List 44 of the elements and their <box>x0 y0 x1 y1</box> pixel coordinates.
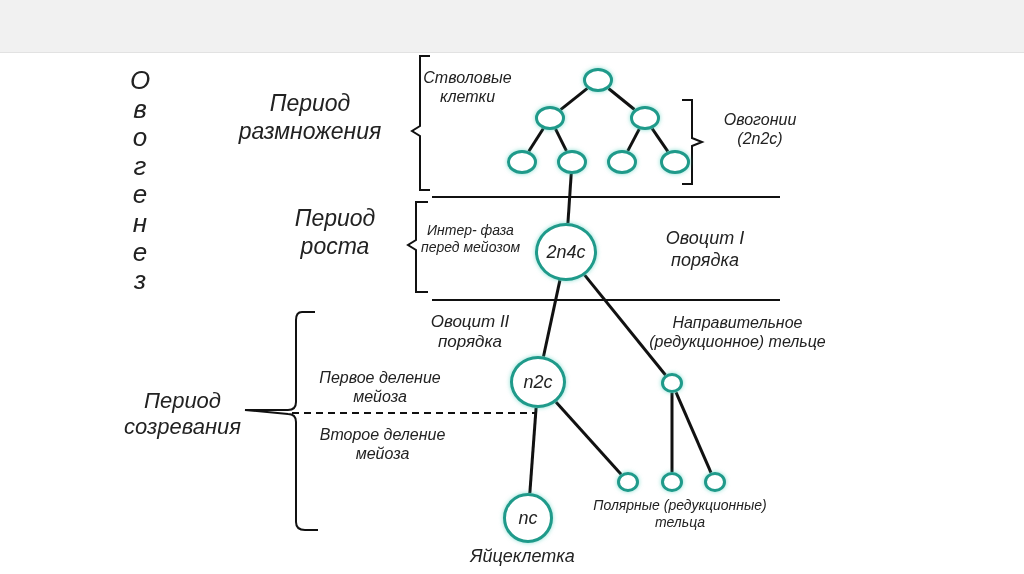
connector-line <box>670 393 674 472</box>
cell-circle <box>617 472 639 492</box>
stage-label: Интер- фаза перед мейозом <box>419 222 522 256</box>
cell-circle <box>535 106 565 130</box>
connector-line <box>674 391 713 474</box>
cell-formula: 2n4c <box>546 241 586 263</box>
cell-circle <box>535 223 597 281</box>
connector-line <box>650 127 670 153</box>
cell-circle <box>510 356 566 408</box>
cell-caption: Овоцит I порядка <box>664 228 746 272</box>
stage-label: Период роста <box>293 205 377 261</box>
stage-label: Период размножения <box>237 90 383 146</box>
cell-formula: nc <box>518 507 538 529</box>
stage-label: Период созревания <box>123 388 242 441</box>
cell-circle <box>661 373 683 393</box>
cell-circle <box>661 472 683 492</box>
stage-label: Стволовые клетки <box>422 68 513 107</box>
stage-label: Овогонии (2n2c) <box>722 110 798 149</box>
stage-label: Первое деление мейоза <box>318 368 442 407</box>
vertical-title: Овогенез <box>128 66 152 295</box>
cell-caption: Овоцит II порядка <box>429 312 511 353</box>
connector-line <box>554 400 623 476</box>
cell-circle <box>503 493 553 543</box>
cell-formula: n2c <box>523 371 553 393</box>
stage-label: Полярные (редукционные) тельца <box>592 497 768 531</box>
cell-circle <box>607 150 637 174</box>
connector-line <box>583 274 667 376</box>
connector-line <box>554 128 568 152</box>
cell-caption: Направительное (редукционное) тельце <box>648 313 827 352</box>
connector-line <box>626 128 641 152</box>
cell-circle <box>660 150 690 174</box>
cell-circle <box>507 150 537 174</box>
connector-line <box>566 173 573 224</box>
cell-circle <box>704 472 726 492</box>
connector-line <box>542 280 562 357</box>
cell-circle <box>583 68 613 92</box>
cell-circle <box>630 106 660 130</box>
connector-line <box>559 87 589 111</box>
connector-line <box>527 127 545 153</box>
cell-circle <box>557 150 587 174</box>
cell-caption: Яйцеклетка <box>468 546 576 568</box>
connector-line <box>528 407 538 494</box>
stage-label: Второе деление мейоза <box>318 425 447 464</box>
connector-line <box>607 87 636 111</box>
